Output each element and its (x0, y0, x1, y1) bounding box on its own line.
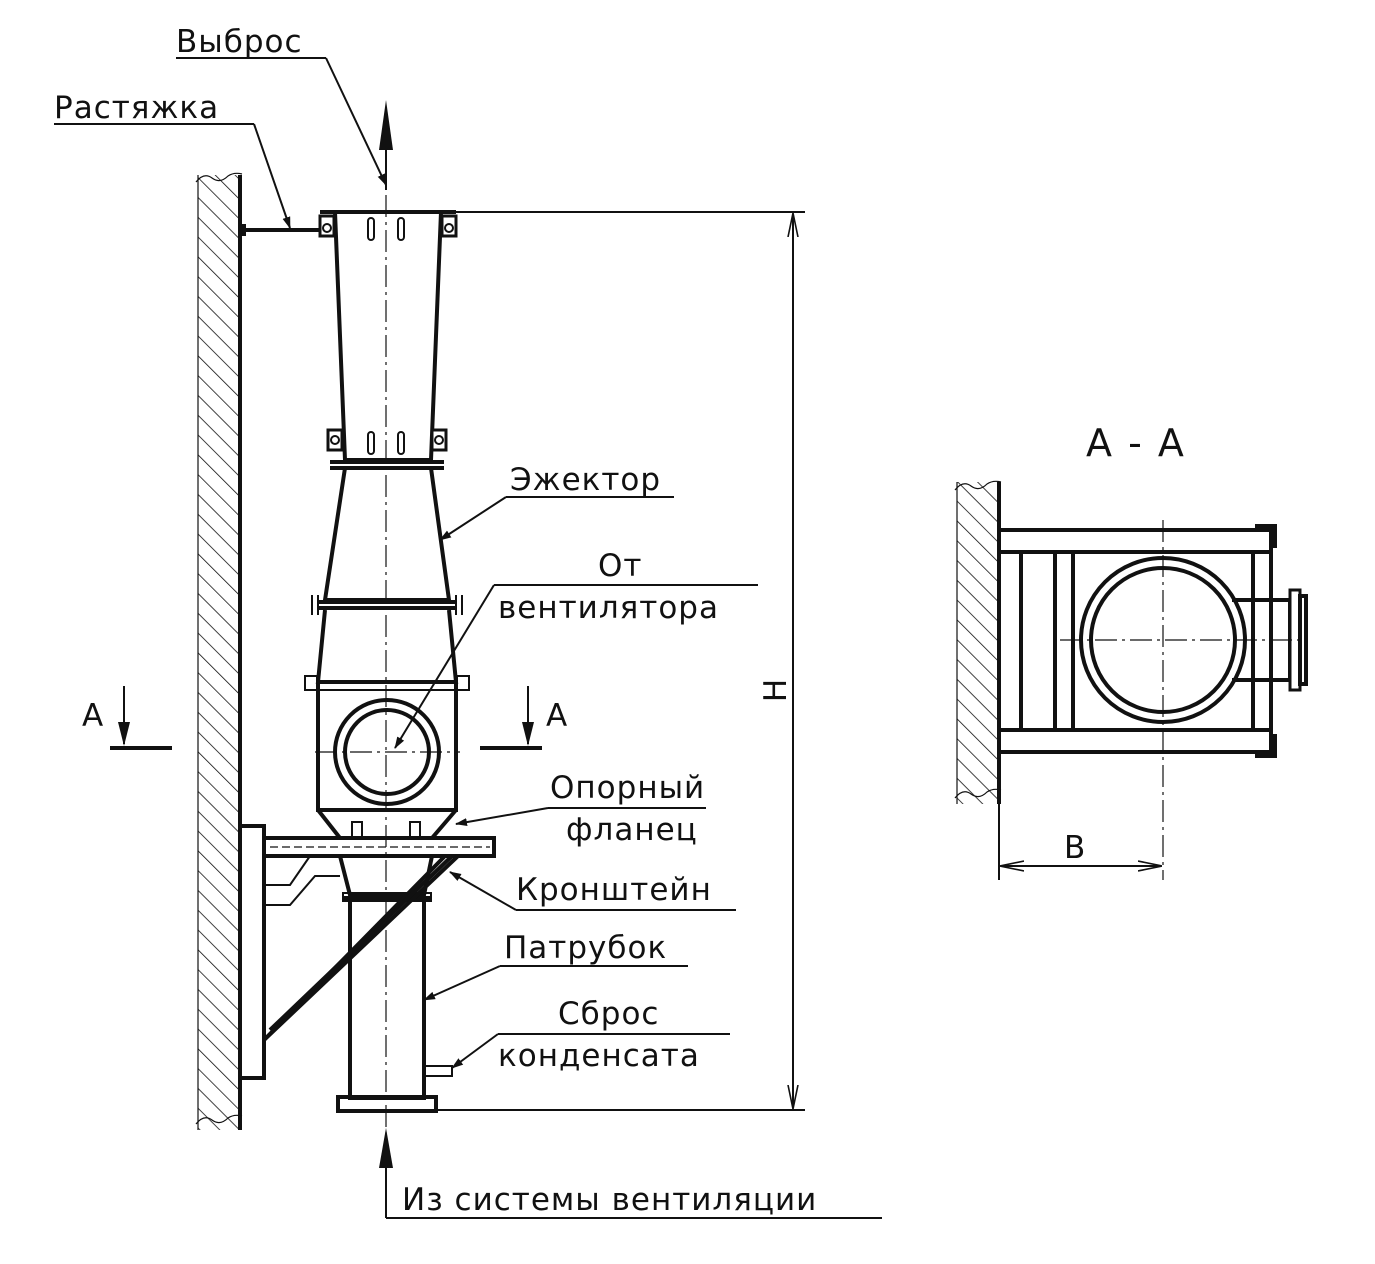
leader-ot-ventilyatora (394, 584, 758, 749)
guy-wire (240, 224, 320, 236)
label-iz-sistemy: Из системы вентиляции (402, 1182, 817, 1218)
leader-sbros-kondensata (451, 1033, 730, 1069)
leader-kronshtein (449, 871, 736, 911)
ejector-body (262, 210, 496, 1113)
dim-b-label: В (1064, 830, 1086, 866)
section-mark-right-label: А (546, 698, 568, 734)
section-marker-left (110, 686, 172, 750)
label-opornyi: Опорный (550, 770, 705, 806)
label-flanets: фланец (566, 812, 698, 848)
leader-rastyazhka (54, 123, 291, 229)
section-frame (997, 520, 1308, 880)
dimension-b (998, 752, 1161, 880)
leader-ezhektor (439, 496, 674, 541)
dim-h-label: Н (758, 678, 794, 702)
label-sbros: Сброс (558, 996, 659, 1032)
leader-patrubok (423, 965, 688, 1001)
label-vybros: Выброс (176, 24, 303, 60)
label-patrubok: Патрубок (504, 930, 667, 966)
section-title: А - А (1086, 421, 1186, 465)
dimension-h (436, 211, 805, 1111)
wall (195, 172, 243, 1130)
bracket (238, 824, 460, 1080)
label-ezhektor: Эжектор (510, 462, 661, 498)
leader-opornyi-flanets (455, 807, 706, 827)
section-mark-left-label: А (82, 698, 104, 734)
leader-vybros (176, 57, 387, 186)
label-rastyazhka: Растяжка (54, 90, 219, 126)
label-ventilyatora: вентилятора (498, 590, 719, 626)
label-ot: От (598, 548, 642, 584)
section-marker-right (480, 686, 542, 750)
section-wall (954, 480, 1002, 804)
label-kondensata: конденсата (498, 1038, 700, 1074)
label-kronshtein: Кронштейн (516, 872, 712, 908)
inflow-arrow (379, 1128, 393, 1218)
